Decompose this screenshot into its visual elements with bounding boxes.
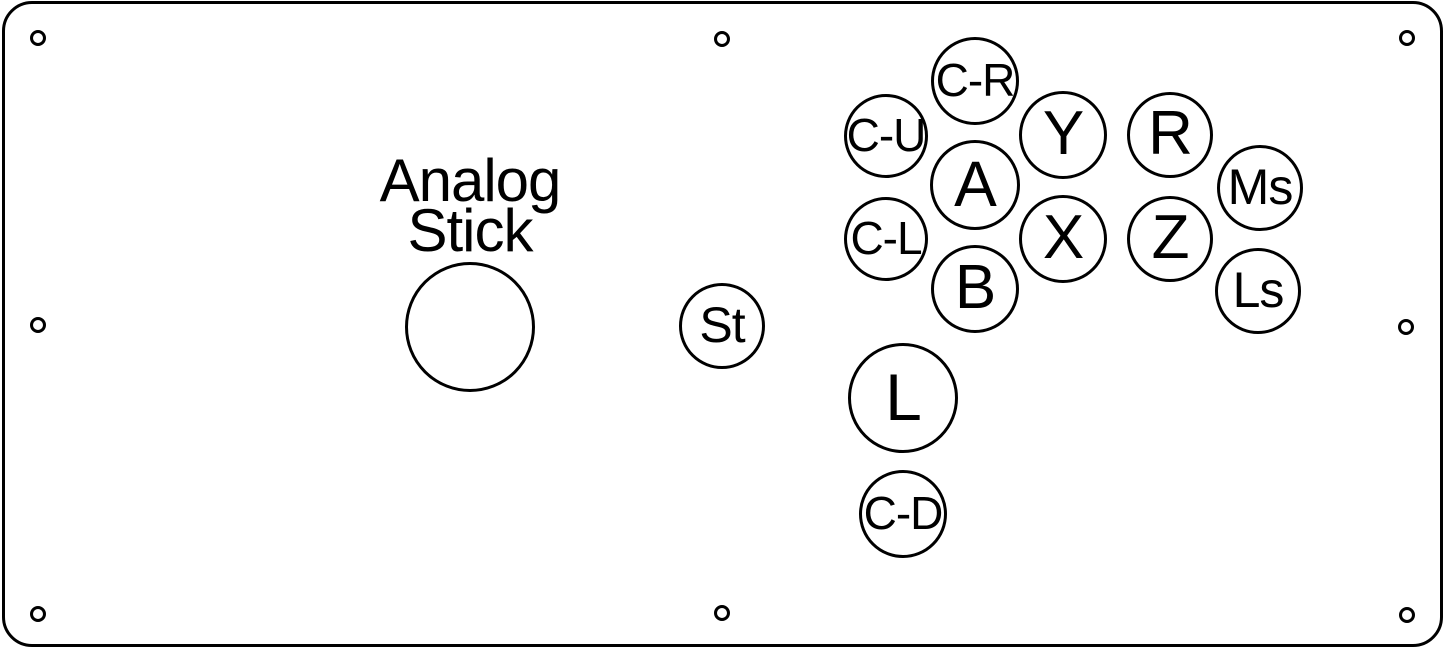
button-a-label: A xyxy=(954,148,997,220)
button-ms: Ms xyxy=(1217,145,1303,231)
screw-hole-middle-right xyxy=(1398,319,1414,335)
button-x-label: X xyxy=(1042,203,1084,272)
button-a: A xyxy=(930,140,1020,230)
button-ls-label: Ls xyxy=(1232,262,1285,318)
button-l-label: L xyxy=(885,360,922,434)
screw-hole-bottom-middle xyxy=(714,605,730,621)
button-c-right: C-R xyxy=(931,37,1019,125)
button-c-up: C-U xyxy=(844,94,928,178)
analog-stick-label-line1: Analog xyxy=(379,147,562,214)
button-c-down: C-D xyxy=(859,470,947,558)
button-c-left: C-L xyxy=(844,197,928,281)
button-l: L xyxy=(848,343,958,453)
button-z: Z xyxy=(1127,196,1213,282)
button-ms-label: Ms xyxy=(1227,159,1294,215)
screw-hole-bottom-left xyxy=(30,606,46,622)
button-b-label: B xyxy=(954,253,996,322)
button-r: R xyxy=(1127,92,1213,178)
screw-hole-top-middle xyxy=(714,31,730,47)
analog-stick-hole xyxy=(405,262,535,392)
button-start-label: St xyxy=(699,297,745,353)
screw-hole-top-left xyxy=(30,30,46,46)
analog-stick-label: Analog Stick xyxy=(340,147,600,264)
screw-hole-top-right xyxy=(1399,30,1415,46)
button-c-left-label: C-L xyxy=(850,212,922,264)
button-ls: Ls xyxy=(1215,248,1301,334)
button-c-down-label: C-D xyxy=(863,487,944,539)
screw-hole-bottom-right xyxy=(1399,607,1415,623)
screw-hole-middle-left xyxy=(30,317,46,333)
button-b: B xyxy=(931,245,1019,333)
button-y-label: Y xyxy=(1042,99,1084,168)
button-r-label: R xyxy=(1148,99,1193,168)
button-z-label: Z xyxy=(1151,203,1190,272)
button-c-right-label: C-R xyxy=(935,54,1016,106)
analog-stick-label-line2: Stick xyxy=(407,197,533,264)
button-x: X xyxy=(1019,195,1107,283)
button-y: Y xyxy=(1019,91,1107,179)
button-start: St xyxy=(679,283,765,369)
button-c-up-label: C-U xyxy=(846,109,927,161)
